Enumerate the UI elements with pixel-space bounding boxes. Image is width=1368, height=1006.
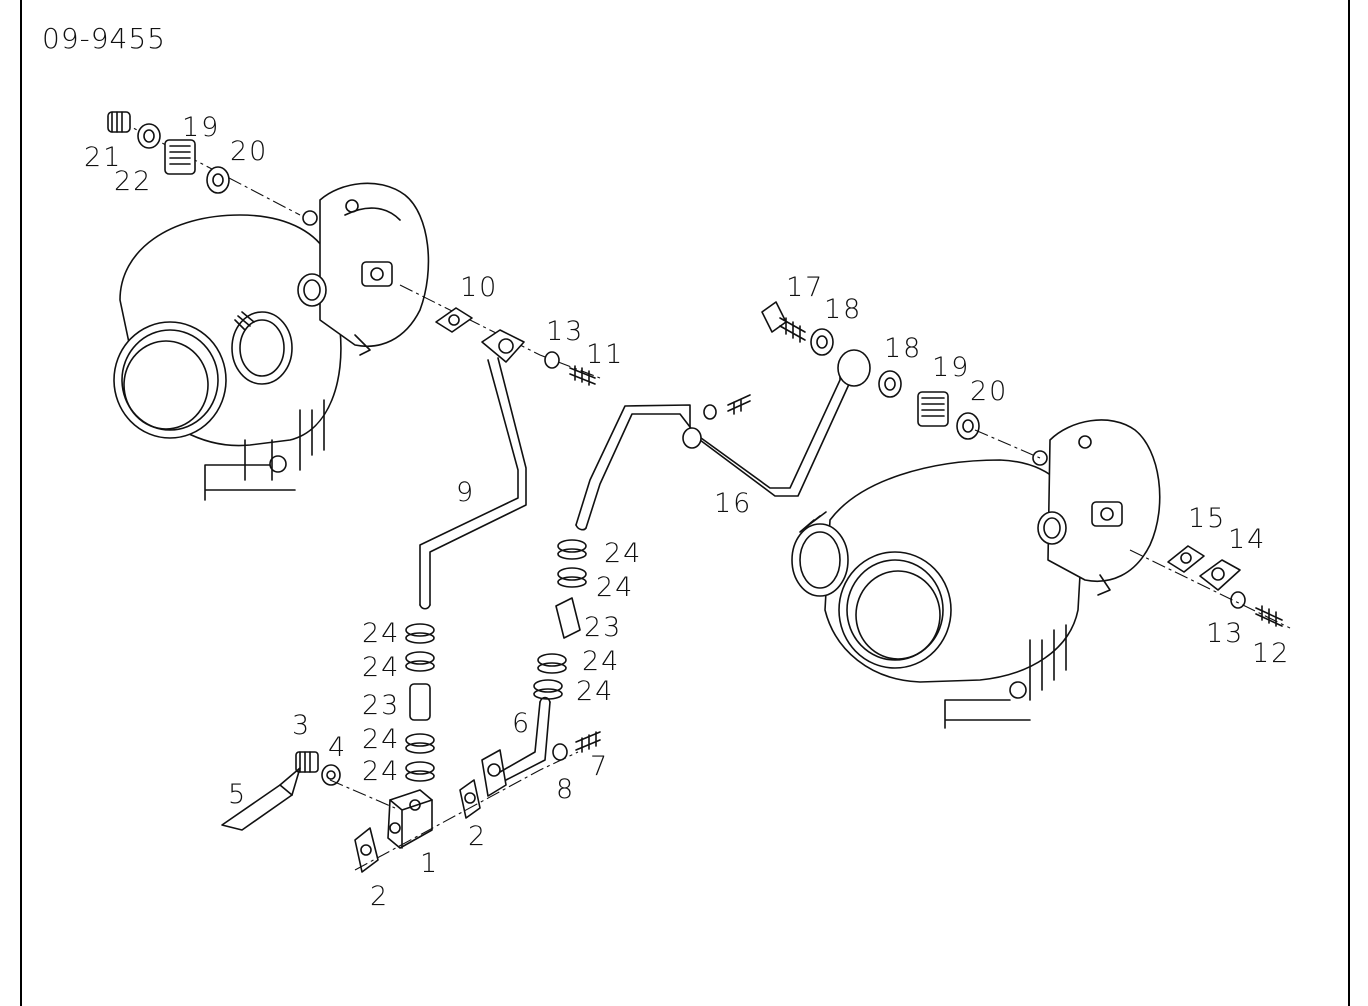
callout-24-h: 24	[576, 676, 614, 707]
part-13-washer-left	[544, 351, 560, 369]
callout-2-lower: 2	[370, 881, 389, 912]
callout-14: 14	[1228, 524, 1266, 555]
turbocharger-left	[113, 182, 430, 501]
callout-4: 4	[328, 732, 347, 763]
part-2-gasket-upper	[459, 779, 481, 819]
part-19-union-bolt-right	[917, 391, 949, 427]
part-10-gasket	[435, 307, 473, 333]
callout-1: 1	[420, 848, 439, 879]
callout-17: 17	[786, 272, 824, 303]
callout-18-lower: 18	[884, 333, 922, 364]
callout-20-left: 20	[230, 136, 268, 167]
drawing-frame	[20, 0, 1350, 1006]
callout-23-left: 23	[362, 690, 400, 721]
part-6-oil-pipe	[481, 696, 551, 797]
part-8-washer	[552, 743, 568, 761]
callout-3: 3	[292, 710, 311, 741]
callout-13-left: 13	[546, 316, 584, 347]
callout-24-b: 24	[362, 652, 400, 683]
part-3-plug	[295, 751, 319, 773]
part-14-flange	[1199, 559, 1241, 591]
part-4-washer	[321, 764, 341, 786]
part-11-bolt	[569, 365, 596, 386]
callout-16: 16	[714, 488, 752, 519]
callout-8: 8	[556, 774, 575, 805]
callout-24-d: 24	[362, 756, 400, 787]
callout-24-e: 24	[604, 538, 642, 569]
callout-24-c: 24	[362, 724, 400, 755]
part-1-connector-block	[387, 789, 433, 849]
callout-13-right: 13	[1206, 618, 1244, 649]
part-19-union-bolt	[164, 139, 196, 175]
callout-7: 7	[590, 751, 609, 782]
callout-21: 21	[84, 142, 122, 173]
part-22-seal-washer	[137, 123, 161, 149]
turbocharger-right	[791, 419, 1161, 729]
part-20-gasket	[206, 166, 230, 194]
callout-22: 22	[114, 166, 152, 197]
part-21-plug	[107, 111, 131, 133]
part-7-bolt	[575, 731, 601, 753]
callout-24-g: 24	[582, 646, 620, 677]
part-20-gasket-right	[956, 412, 980, 440]
part-18-washer	[810, 328, 834, 356]
callout-2-upper: 2	[468, 821, 487, 852]
callout-labels: 1 2 2 3 4 5 6 7 8 9 10 11 12 13 13 14 15…	[84, 112, 1290, 912]
callout-5: 5	[228, 779, 247, 810]
part-13-washer-right	[1230, 591, 1246, 609]
part-9-oil-pipe	[419, 329, 527, 610]
part-18-washer-2	[878, 370, 902, 398]
callout-24-a: 24	[362, 618, 400, 649]
part-17-union-bolt	[761, 301, 806, 343]
callout-10: 10	[460, 272, 498, 303]
callout-18-upper: 18	[824, 294, 862, 325]
callout-15: 15	[1188, 503, 1226, 534]
callout-19-left: 19	[182, 112, 220, 143]
callout-24-f: 24	[596, 572, 634, 603]
part-2-gasket-lower	[354, 827, 379, 873]
clamp-stack-right	[533, 539, 587, 700]
part-15-gasket	[1167, 545, 1205, 573]
diagram-id: 09-9455	[42, 22, 166, 55]
part-16-oil-pipe	[575, 349, 871, 531]
clamp-stack-left	[405, 623, 435, 782]
part-5-sealant-tube	[221, 767, 301, 831]
callout-12: 12	[1252, 638, 1290, 669]
part-12-bolt	[1255, 605, 1283, 627]
callout-9: 9	[456, 477, 475, 508]
callout-20-right: 20	[970, 376, 1008, 407]
callout-11: 11	[586, 339, 624, 370]
callout-6: 6	[512, 708, 531, 739]
callout-19-right: 19	[932, 352, 970, 383]
callout-23-right: 23	[584, 612, 622, 643]
